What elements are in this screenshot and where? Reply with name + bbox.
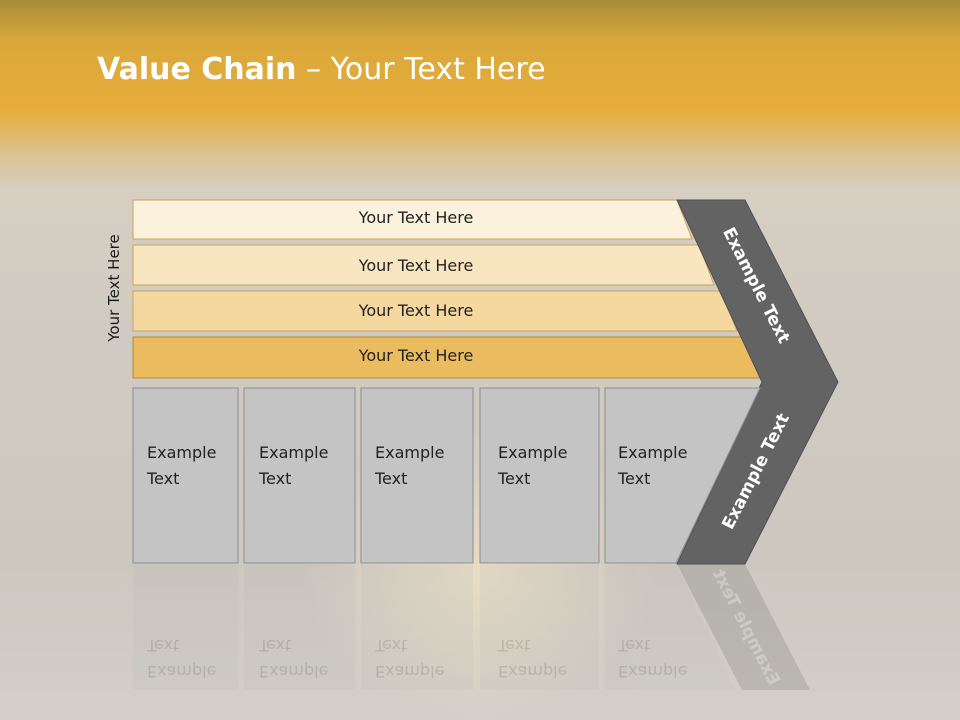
band-2[interactable] xyxy=(132,244,715,286)
cell-3-text: Example Text xyxy=(375,440,444,492)
cell-4-reflection: Example Text xyxy=(498,632,567,684)
slide-title[interactable]: Value Chain – Your Text Here xyxy=(97,52,546,87)
cell-1-reflection-line2: Text xyxy=(147,636,180,655)
cell-3-line2: Text xyxy=(375,469,408,488)
cell-5-reflection-line2: Text xyxy=(618,636,651,655)
cell-1-line2: Text xyxy=(147,469,180,488)
cell-3-reflection-line1: Example xyxy=(375,662,445,681)
cell-1-line1: Example xyxy=(147,443,217,462)
cell-2-reflection-line2: Text xyxy=(259,636,292,655)
cell-2-reflection: Example Text xyxy=(259,632,328,684)
cell-1-text: Example Text xyxy=(147,440,216,492)
cell-4-text: Example Text xyxy=(498,440,567,492)
cell-5-reflection-line1: Example xyxy=(618,662,688,681)
cell-5[interactable] xyxy=(604,387,761,564)
cell-4-line2: Text xyxy=(498,469,531,488)
cell-5-text: Example Text xyxy=(618,440,687,492)
band-3[interactable] xyxy=(132,290,738,332)
cell-2-text: Example Text xyxy=(259,440,328,492)
chevron[interactable] xyxy=(676,199,839,565)
band-1-label: Your Text Here xyxy=(358,208,474,227)
cell-5-line1: Example xyxy=(618,443,688,462)
cell-1-reflection: Example Text xyxy=(147,632,216,684)
cell-4-reflection-line2: Text xyxy=(498,636,531,655)
cell-2-reflection-line1: Example xyxy=(259,662,329,681)
cell-4-reflection-line1: Example xyxy=(498,662,568,681)
cell-3[interactable] xyxy=(360,387,474,564)
title-rest: – Your Text Here xyxy=(296,52,546,87)
cell-1-reflection-line1: Example xyxy=(147,662,217,681)
cell-2-line2: Text xyxy=(259,469,292,488)
band-4-label: Your Text Here xyxy=(358,346,474,365)
title-bold: Value Chain xyxy=(97,52,297,87)
cells-reflection xyxy=(133,565,735,690)
band-3-label: Your Text Here xyxy=(358,301,474,320)
cell-3-reflection-line2: Text xyxy=(375,636,408,655)
cell-5-reflection: Example Text xyxy=(618,632,687,684)
cell-3-reflection: Example Text xyxy=(375,632,444,684)
cell-4-line1: Example xyxy=(498,443,568,462)
cell-3-line1: Example xyxy=(375,443,445,462)
cell-2[interactable] xyxy=(243,387,356,564)
chevron-reflection xyxy=(677,564,810,690)
cell-1[interactable] xyxy=(132,387,239,564)
band-1[interactable] xyxy=(132,199,693,240)
cell-5-line2: Text xyxy=(618,469,651,488)
band-2-label: Your Text Here xyxy=(358,256,474,275)
cell-2-line1: Example xyxy=(259,443,329,462)
cell-4[interactable] xyxy=(479,387,600,564)
